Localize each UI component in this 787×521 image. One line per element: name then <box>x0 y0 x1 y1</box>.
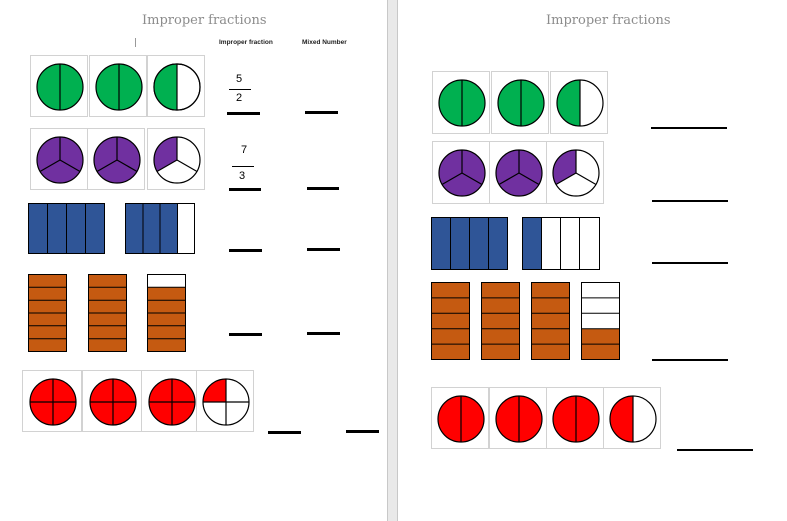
stack-model-whole <box>481 282 520 360</box>
fraction-card <box>546 141 604 204</box>
page-gutter <box>387 0 398 521</box>
circle-model-whole <box>495 395 543 443</box>
circle-model-whole <box>36 63 84 111</box>
header-improper-fraction: Improper fraction <box>219 39 273 46</box>
stack-model-whole <box>431 282 470 360</box>
example2-denominator: 3 <box>238 170 246 182</box>
page-title: Improper fractions <box>142 13 267 28</box>
answer-line-improper-4[interactable] <box>229 333 262 336</box>
answer-line-mixed-3[interactable] <box>307 248 340 251</box>
fraction-card <box>30 128 88 190</box>
circle-model-whole <box>552 395 600 443</box>
circle-model-whole <box>497 79 545 127</box>
bar-model-partial <box>522 217 600 270</box>
answer-line-improper-5[interactable] <box>268 431 301 434</box>
fraction-card <box>489 387 547 449</box>
bar-model-whole <box>431 217 508 270</box>
fraction-card <box>550 71 608 134</box>
fraction-card <box>546 387 604 449</box>
answer-line-5[interactable] <box>677 449 753 451</box>
stack-model-whole <box>88 274 127 352</box>
fraction-line <box>229 89 251 90</box>
bar-model-whole <box>28 203 105 254</box>
example1-numerator: 5 <box>235 73 243 85</box>
stack-model-partial <box>147 274 186 352</box>
circle-model-partial <box>153 136 201 184</box>
circle-model-whole <box>437 395 485 443</box>
fraction-card <box>432 71 490 134</box>
answer-line-improper-3[interactable] <box>229 249 262 252</box>
fraction-card <box>432 141 490 204</box>
circle-model-whole <box>148 378 196 426</box>
text-cursor <box>135 38 136 47</box>
fraction-card <box>87 128 145 190</box>
fraction-card <box>147 55 205 117</box>
fraction-card <box>141 370 201 432</box>
circle-model-whole <box>438 149 486 197</box>
fraction-line <box>232 166 254 167</box>
fraction-card <box>89 55 147 117</box>
answer-line-mixed-4[interactable] <box>307 332 340 335</box>
circle-model-partial <box>552 149 600 197</box>
circle-model-partial <box>609 395 657 443</box>
worksheet-page-left: Improper fractions Improper fraction Mix… <box>0 0 387 521</box>
answer-line-improper-1[interactable] <box>227 112 260 115</box>
fraction-card <box>603 387 661 449</box>
page-title: Improper fractions <box>546 13 671 28</box>
stack-model-whole <box>28 274 67 352</box>
stack-model-partial <box>581 282 620 360</box>
circle-model-whole <box>438 79 486 127</box>
example1-denominator: 2 <box>235 92 243 104</box>
answer-line-4[interactable] <box>652 359 728 361</box>
bar-model-partial <box>125 203 195 254</box>
answer-line-3[interactable] <box>652 262 728 264</box>
answer-line-mixed-2[interactable] <box>307 187 339 190</box>
fraction-card <box>196 370 254 432</box>
circle-model-partial <box>153 63 201 111</box>
stack-model-whole <box>531 282 570 360</box>
circle-model-whole <box>36 136 84 184</box>
answer-line-1[interactable] <box>651 127 727 129</box>
circle-model-whole <box>29 378 77 426</box>
worksheet-page-right: Improper fractions <box>398 0 787 521</box>
circle-model-whole <box>89 378 137 426</box>
answer-line-2[interactable] <box>652 200 728 202</box>
fraction-card <box>30 55 88 117</box>
fraction-card <box>147 128 205 190</box>
circle-model-whole <box>93 136 141 184</box>
answer-line-mixed-1[interactable] <box>305 111 338 114</box>
fraction-card <box>491 71 549 134</box>
answer-line-improper-2[interactable] <box>229 188 261 191</box>
circle-model-whole <box>95 63 143 111</box>
fraction-card <box>82 370 142 432</box>
circle-model-partial <box>556 79 604 127</box>
circle-model-partial <box>202 378 250 426</box>
fraction-card <box>22 370 82 432</box>
example2-numerator: 7 <box>240 144 248 156</box>
answer-line-mixed-5[interactable] <box>346 430 379 433</box>
fraction-card <box>431 387 489 449</box>
header-mixed-number: Mixed Number <box>302 39 347 46</box>
fraction-card <box>489 141 547 204</box>
circle-model-whole <box>495 149 543 197</box>
